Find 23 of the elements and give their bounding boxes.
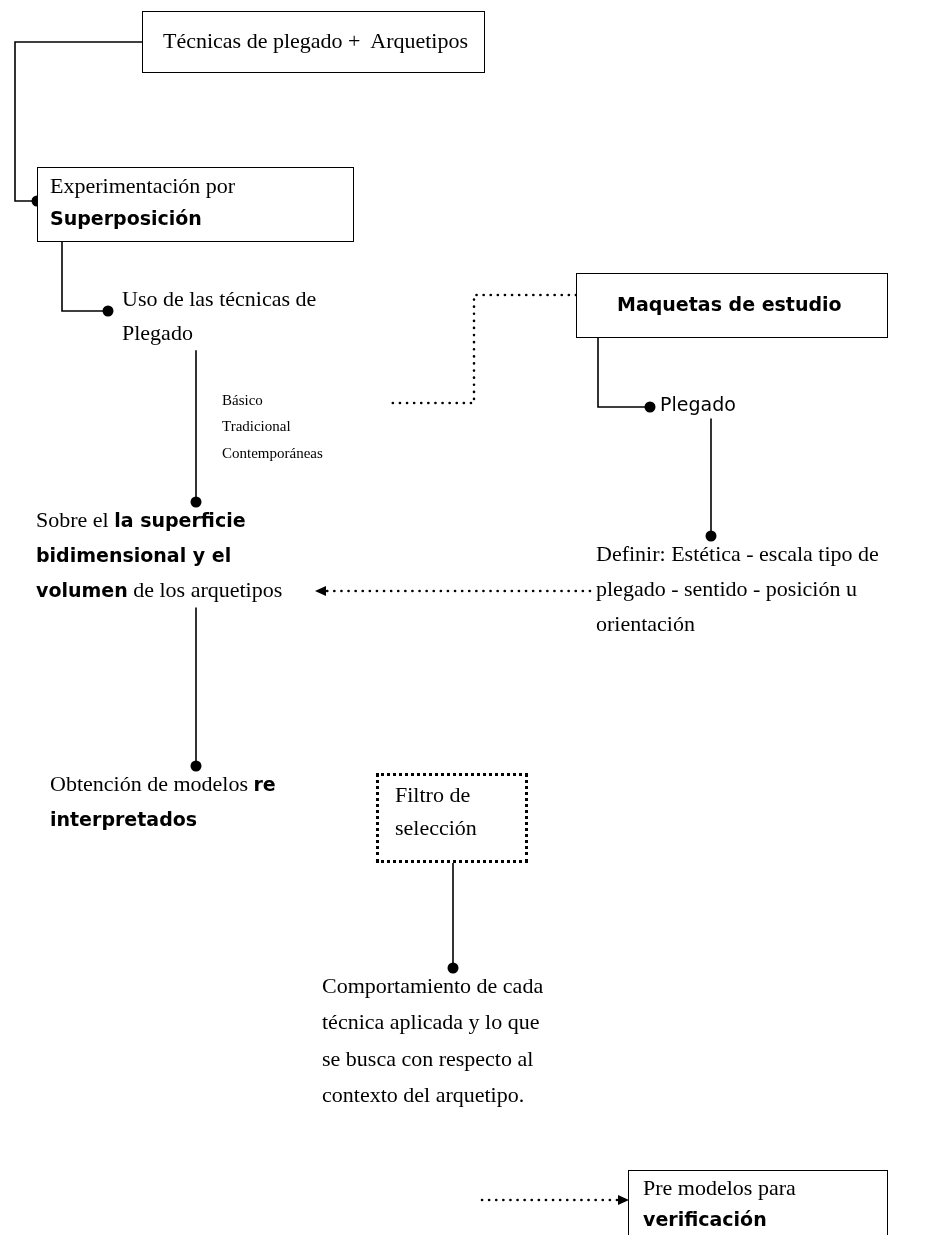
connector-line [597, 337, 656, 413]
process-box: Maquetas de estudio [576, 273, 888, 338]
step-text: Sobre el la superficie bidimensional y el volumen de los arquetipos [30, 502, 316, 608]
step-text: Definir: Estética - escala tipo de plegado - sentido - posición u orientación [590, 536, 930, 642]
step-text: Obtención de modelos re interpretados [44, 766, 324, 837]
step-text: Plegado [650, 390, 770, 419]
filter-box: Filtro de selección [376, 773, 528, 863]
connector-line [190, 606, 202, 772]
dotted-connector [314, 586, 592, 596]
list-item: Básico [222, 391, 264, 410]
connector-line [190, 349, 202, 508]
connector-line [447, 862, 459, 974]
title-box: Técnicas de plegado + Arquetipos [142, 11, 485, 73]
step-text: Uso de las técnicas de Plegado [108, 282, 368, 351]
dotted-connector [480, 1195, 630, 1205]
process-box: Experimentación por Superposición [37, 167, 354, 242]
step-text: Comportamiento de cada técnica aplicada y lo que se busca con respecto al contexto del arquetipo. [316, 968, 566, 1114]
process-box: Pre modelos para verificación [628, 1170, 888, 1235]
list-item: Tradicional [222, 417, 292, 437]
connector-line [705, 417, 717, 542]
connector-line [14, 41, 143, 207]
list-item: Contemporáneas [222, 443, 324, 463]
connector-line [61, 241, 114, 317]
